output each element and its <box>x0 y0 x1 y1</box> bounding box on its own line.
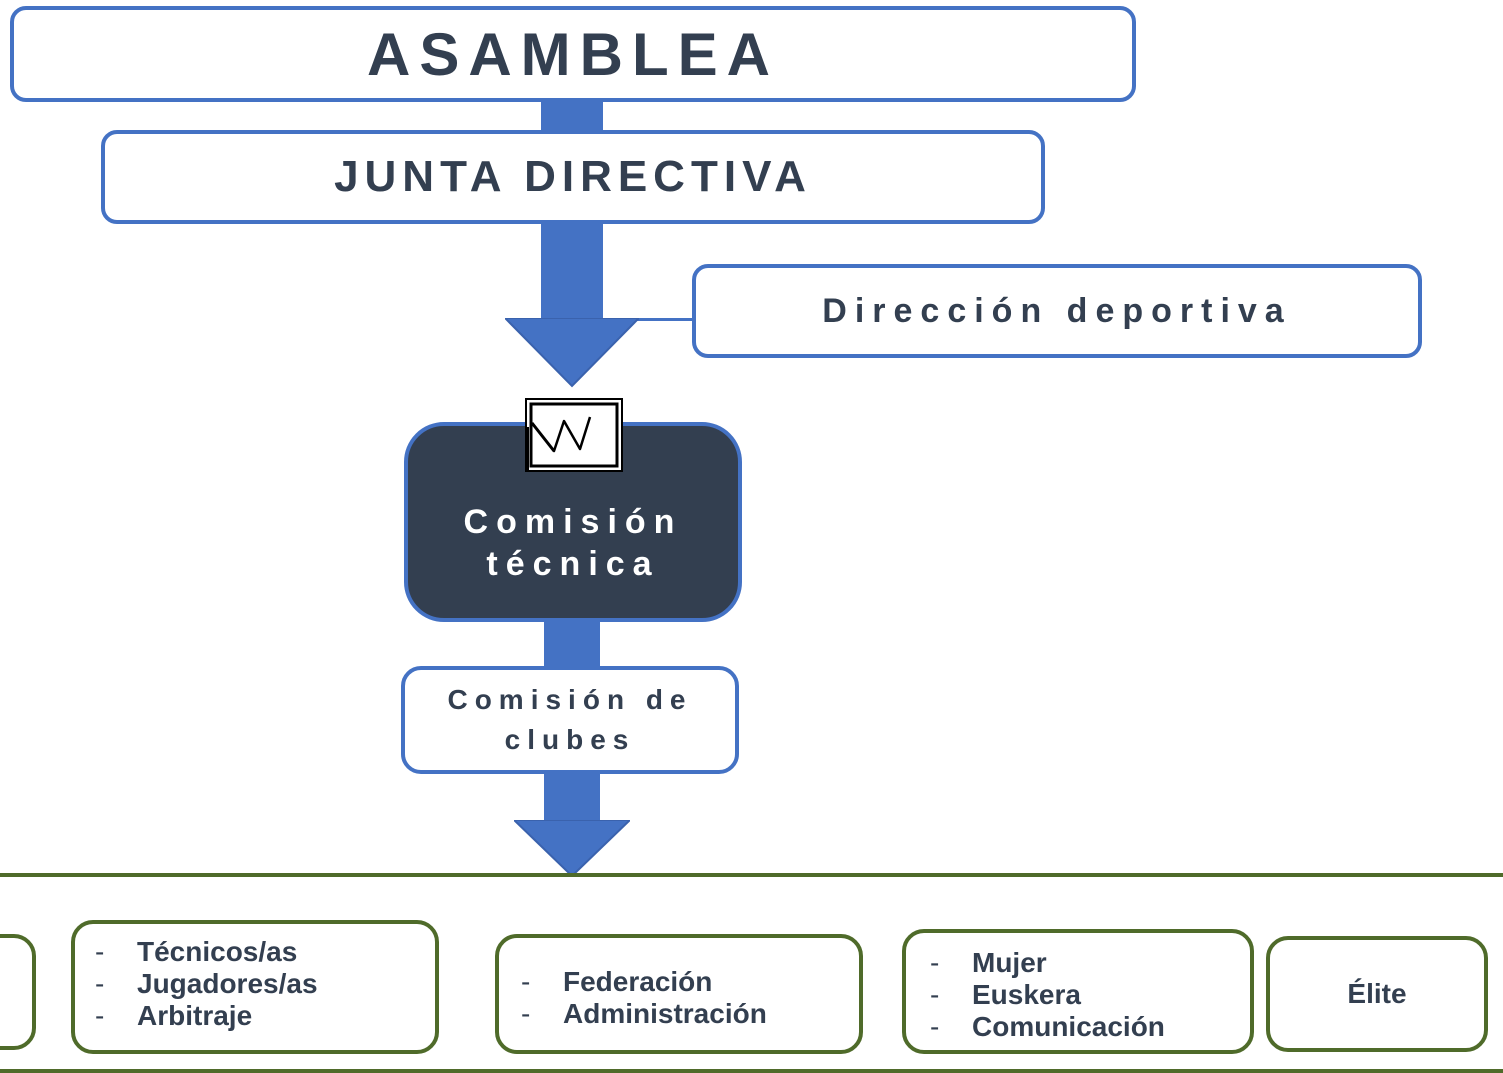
asamblea-label: ASAMBLEA <box>367 20 779 88</box>
comision-clubes-box: Comisión de clubes <box>401 666 739 774</box>
commission-group-partial <box>0 934 36 1050</box>
commission-group-1: -Técnicos/as -Jugadores/as -Arbitraje <box>71 920 439 1054</box>
connector-shaft-bottom <box>544 770 600 825</box>
list-item: -Técnicos/as <box>95 936 298 967</box>
list-item: -Euskera <box>930 979 1081 1010</box>
commission-group-2-list: -Federación -Administración <box>501 966 767 1030</box>
comision-clubes-line1: Comisión de <box>447 684 693 715</box>
commission-group-4: Élite <box>1266 936 1488 1052</box>
list-item: -Mujer <box>930 947 1047 978</box>
list-item: -Arbitraje <box>95 1000 253 1031</box>
commission-group-3: -Mujer -Euskera -Comunicación <box>902 929 1254 1054</box>
junta-directiva-box: JUNTA DIRECTIVA <box>101 130 1045 224</box>
commission-group-2: -Federación -Administración <box>495 934 863 1054</box>
asamblea-box: ASAMBLEA <box>10 6 1136 102</box>
direccion-deportiva-label: Dirección deportiva <box>822 291 1292 330</box>
list-item: -Jugadores/as <box>95 968 318 999</box>
list-item: -Federación <box>521 966 713 997</box>
whiteboard-icon <box>525 398 623 472</box>
arrow-down-icon <box>505 318 639 388</box>
connector-shaft-middle <box>541 225 603 325</box>
comision-tecnica-line1: Comisión <box>463 503 683 541</box>
commission-group-3-list: -Mujer -Euskera -Comunicación <box>910 947 1165 1043</box>
commission-group-1-list: -Técnicos/as -Jugadores/as -Arbitraje <box>75 936 318 1032</box>
elite-label: Élite <box>1347 978 1407 1009</box>
direccion-deportiva-box: Dirección deportiva <box>692 264 1422 358</box>
connector-shaft-lower <box>544 615 600 673</box>
list-item: -Administración <box>521 998 767 1029</box>
list-item: -Comunicación <box>930 1011 1165 1042</box>
arrow-down-icon <box>514 820 630 878</box>
comision-clubes-line2: clubes <box>504 724 636 755</box>
connector-direccion-line <box>603 318 695 321</box>
comision-tecnica-line2: técnica <box>486 545 660 583</box>
junta-directiva-label: JUNTA DIRECTIVA <box>334 152 812 201</box>
